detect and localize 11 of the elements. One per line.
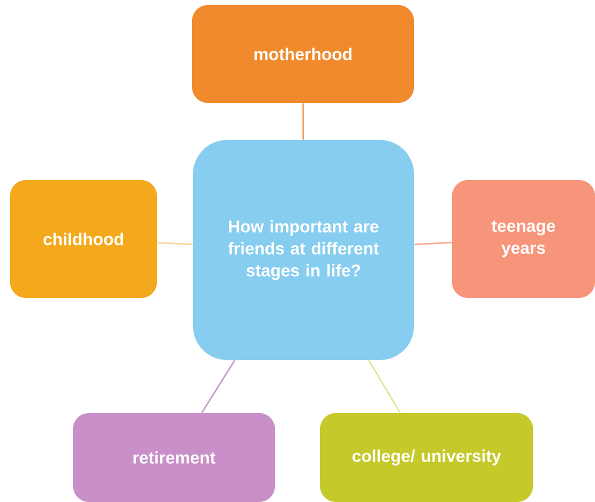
connector-line <box>201 360 236 414</box>
connector-line <box>368 360 401 414</box>
topic-box: college/ university <box>320 412 533 502</box>
connector-line <box>414 242 452 246</box>
connector-line <box>157 242 193 246</box>
topic-box: childhood <box>10 180 157 298</box>
topic-box: teenage years <box>452 180 595 298</box>
topic-box: How important are friends at different stages in life? <box>193 140 414 360</box>
topic-box: retirement <box>73 412 275 502</box>
connector-line <box>302 103 304 140</box>
topic-box: motherhood <box>192 4 414 103</box>
